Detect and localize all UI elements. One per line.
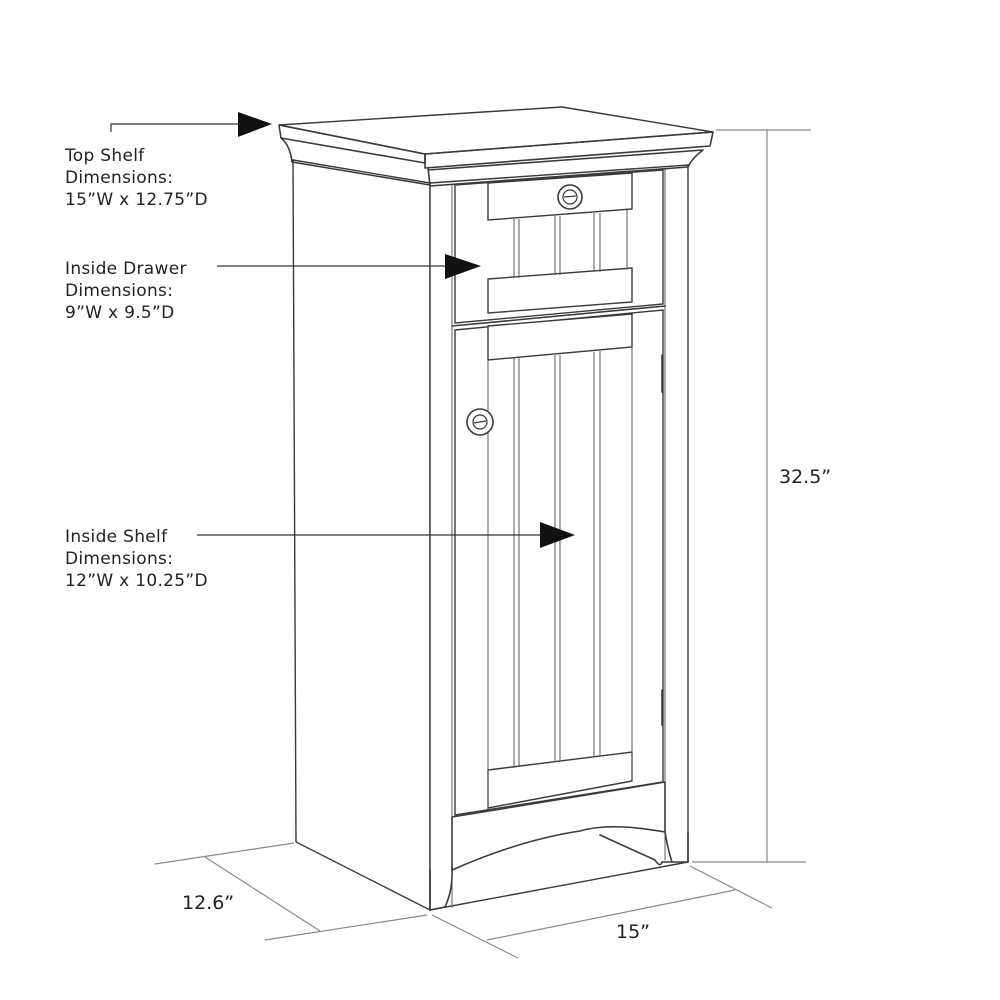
top-shelf-title: Top Shelf — [65, 146, 145, 166]
inside-drawer-title: Inside Drawer — [65, 259, 187, 279]
drawer-knob — [557, 184, 583, 210]
inside-shelf-subtitle: Dimensions: — [65, 549, 174, 569]
inside-drawer-value: 9”W x 9.5”D — [65, 303, 175, 323]
inside-drawer-callout: Inside Drawer Dimensions: 9”W x 9.5”D — [65, 258, 187, 324]
width-dimension-line — [431, 865, 773, 959]
inside-drawer-leader-arrow — [217, 254, 481, 279]
top-shelf — [278, 106, 714, 187]
height-dimension-line — [692, 129, 811, 863]
inside-shelf-callout: Inside Shelf Dimensions: 12”W x 10.25”D — [65, 526, 208, 592]
inside-shelf-title: Inside Shelf — [65, 527, 168, 547]
top-shelf-leader-arrow — [110, 112, 272, 137]
height-dimension-label: 32.5” — [779, 466, 832, 488]
top-shelf-subtitle: Dimensions: — [65, 168, 174, 188]
door-knob — [466, 408, 494, 436]
inside-shelf-value: 12”W x 10.25”D — [65, 571, 208, 591]
top-shelf-callout: Top Shelf Dimensions: 15”W x 12.75”D — [65, 145, 208, 211]
cabinet-door — [454, 309, 664, 816]
depth-dimension-label: 12.6” — [182, 892, 235, 914]
top-shelf-value: 15”W x 12.75”D — [65, 190, 208, 210]
inside-shelf-leader-arrow — [197, 522, 575, 548]
depth-dimension-line — [154, 842, 428, 941]
inside-drawer-subtitle: Dimensions: — [65, 281, 174, 301]
width-dimension-label: 15” — [616, 921, 651, 943]
cabinet-base-apron — [429, 781, 689, 911]
